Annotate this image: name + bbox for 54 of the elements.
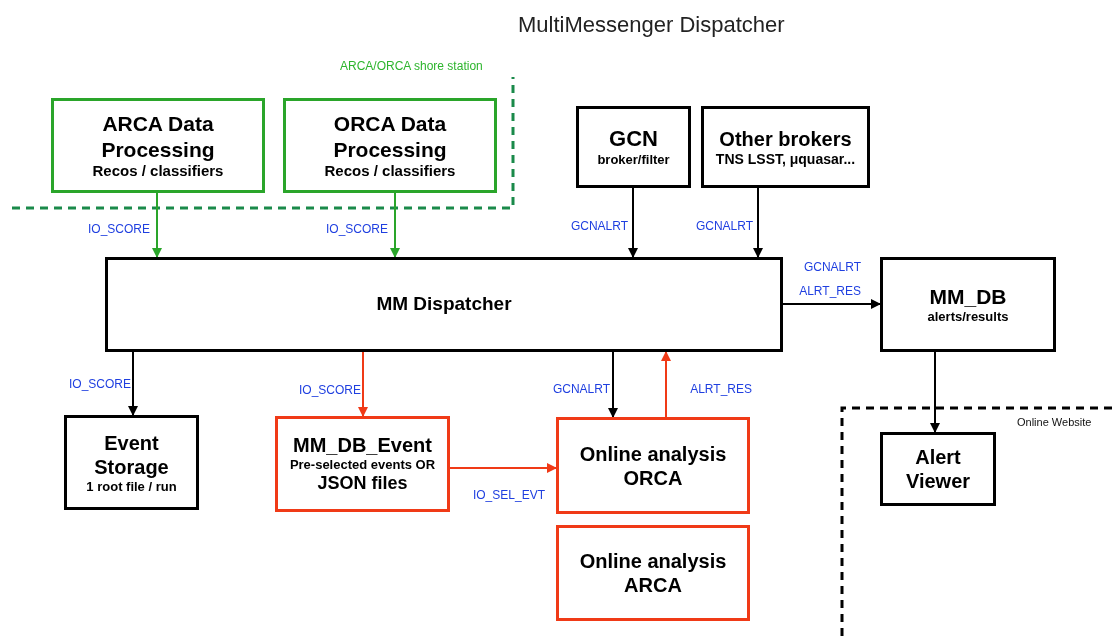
edge-label: IO_SCORE — [298, 382, 361, 399]
arrow — [390, 192, 400, 258]
process-box — [51, 98, 265, 193]
arrow — [782, 299, 881, 309]
edge-label: GCNALRT ALRT_RES — [798, 259, 861, 300]
process-box — [283, 98, 497, 193]
node-text: broker/filter — [597, 152, 670, 168]
node-text: Alert Viewer — [904, 445, 972, 493]
process-box — [880, 432, 996, 506]
node-text: ORCA Data Processing — [332, 111, 448, 162]
node-text: MM_DB_Event — [293, 433, 432, 458]
process-box — [576, 106, 691, 188]
node-text: Other brokers — [719, 126, 852, 151]
edge-label: IO_SCORE — [87, 221, 150, 238]
region-label: ARCA/ORCA shore station — [340, 59, 483, 73]
node-text: MM Dispatcher — [376, 293, 512, 316]
process-box — [105, 257, 783, 352]
node-text: alerts/results — [927, 309, 1009, 325]
edge-label: ALRT_RES — [689, 381, 752, 398]
arrow — [930, 351, 940, 433]
region-label: Online Website — [1017, 416, 1092, 428]
edge-label: IO_SEL_EVT — [471, 487, 545, 504]
process-box — [275, 416, 450, 512]
arrow — [128, 351, 138, 416]
arrow — [152, 192, 162, 258]
process-box — [556, 417, 750, 514]
process-box — [880, 257, 1056, 352]
edge-label: GCNALRT — [694, 218, 753, 235]
arrow — [449, 463, 557, 473]
edge-label: GCNALRT — [551, 381, 610, 398]
node-text: Pre-selected events OR — [289, 457, 436, 473]
node-text: GCN — [609, 126, 658, 153]
arrow — [753, 187, 763, 258]
arrow — [661, 351, 671, 418]
edge-label: IO_SCORE — [325, 221, 388, 238]
node-text: Online analysis ORCA — [578, 441, 728, 490]
process-box — [556, 525, 750, 621]
node-text: JSON files — [317, 473, 408, 495]
process-box — [64, 415, 199, 510]
node-text: Event Storage — [93, 430, 170, 479]
node-text: ARCA Data Processing — [100, 111, 216, 162]
edge-label: IO_SCORE — [68, 376, 131, 393]
node-text: Online analysis ARCA — [578, 549, 728, 597]
node-text: MM_DB — [929, 284, 1007, 310]
arrow — [608, 351, 618, 418]
node-text: Recos / classifiers — [324, 161, 456, 180]
node-text: TNS LSST, μquasar... — [715, 150, 856, 168]
process-box — [701, 106, 870, 188]
arrow — [628, 187, 638, 258]
node-text: 1 root file / run — [86, 478, 177, 495]
node-text: Recos / classifiers — [92, 161, 224, 180]
arrow — [358, 351, 368, 417]
diagram-title: MultiMessenger Dispatcher — [518, 12, 785, 38]
edge-label: GCNALRT — [569, 218, 628, 235]
